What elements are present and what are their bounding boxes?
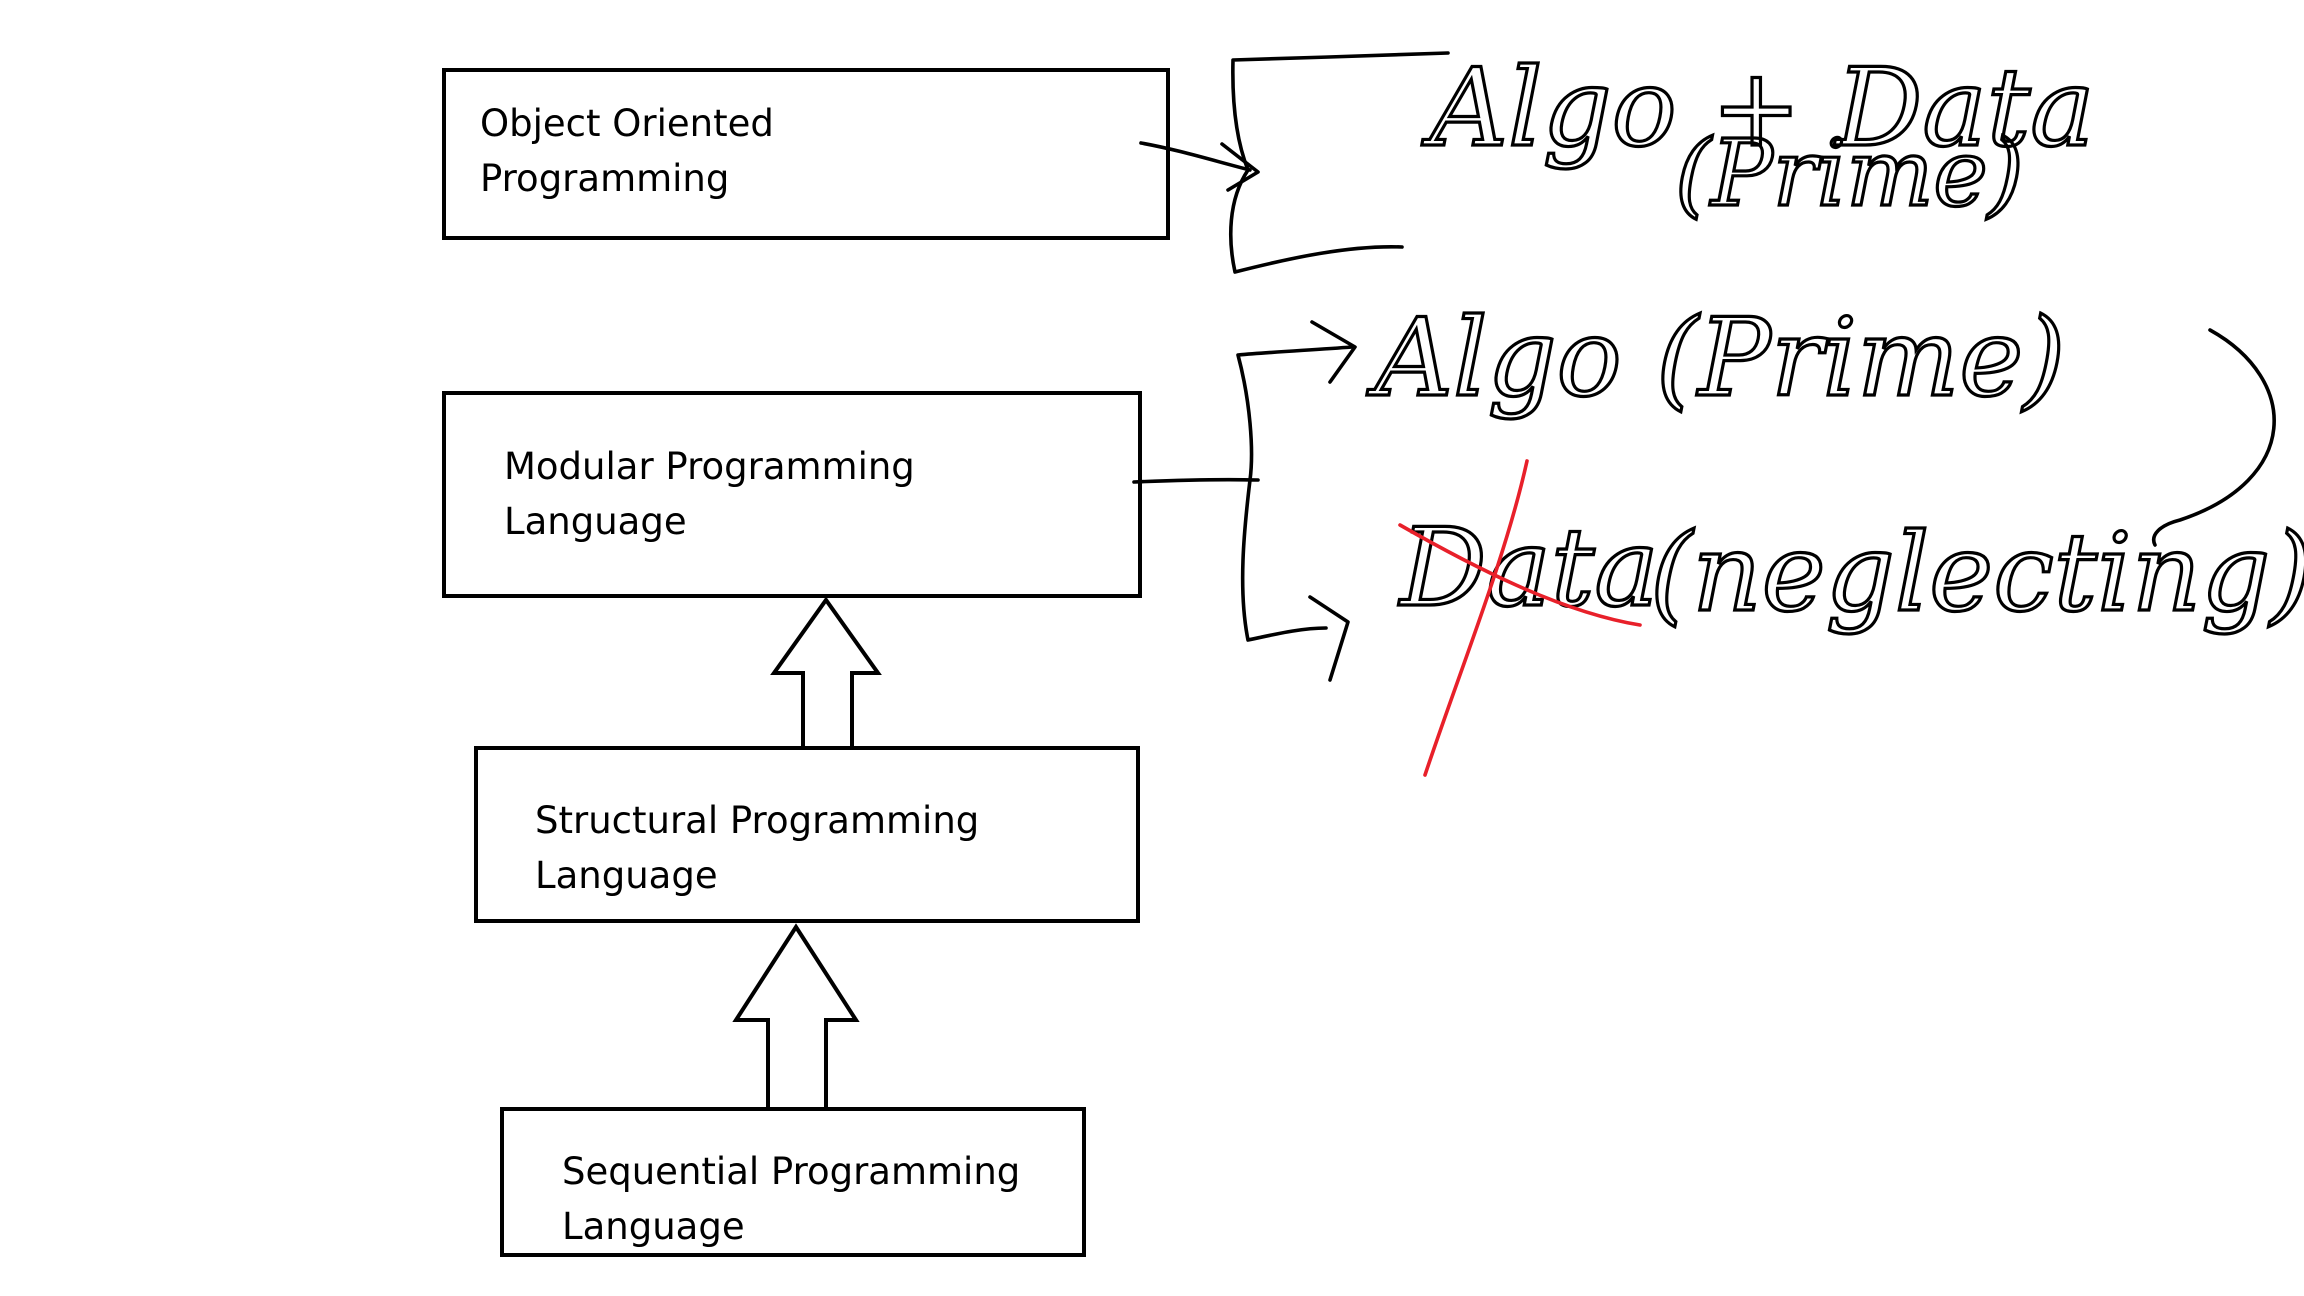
note-algo-prime: Algo (Prime) bbox=[1366, 296, 2065, 421]
arrow-head-to-data bbox=[1308, 595, 1350, 682]
note-prime: (Prime) bbox=[1675, 120, 2024, 227]
connector-line bbox=[1139, 141, 1252, 172]
box-label-line: Programming bbox=[480, 157, 729, 200]
arrow-head bbox=[1220, 142, 1260, 192]
box-modular-programming-language: Modular Programming Language bbox=[442, 391, 1142, 598]
arrow-head-to-algo bbox=[1310, 320, 1357, 384]
box-label-line: Object Oriented bbox=[480, 102, 774, 145]
cross-out-diagonal bbox=[1423, 459, 1529, 777]
note-neglecting: (neglecting) bbox=[1650, 511, 2304, 636]
box-object-oriented-programming: Object Oriented Programming bbox=[442, 68, 1170, 240]
note-algo-plus-data: Algo + Data bbox=[1421, 46, 2095, 171]
box-label-line: Language bbox=[562, 1205, 745, 1248]
edge-arrow-structural-to-modular bbox=[770, 596, 882, 750]
box-label-line: Modular Programming bbox=[504, 445, 915, 488]
connector-line bbox=[1132, 477, 1260, 484]
bracket bbox=[1236, 345, 1354, 642]
box-sequential-programming-language: Sequential Programming Language bbox=[500, 1107, 1086, 1257]
handwritten-note-modular: Algo (Prime) Data (neglecting) bbox=[1132, 294, 2304, 777]
box-label-line: Language bbox=[504, 500, 687, 543]
handwritten-note-oop: Algo + Data (Prime) bbox=[1139, 44, 2096, 274]
box-label-line: Structural Programming bbox=[535, 799, 979, 842]
box-structural-programming-language: Structural Programming Language bbox=[474, 746, 1140, 923]
box-label-line: Sequential Programming bbox=[562, 1150, 1020, 1193]
closing-paren-large bbox=[2152, 328, 2276, 547]
cross-out-horizontal bbox=[1398, 523, 1642, 627]
bracket bbox=[1228, 51, 1450, 274]
note-data-crossed: Data bbox=[1398, 506, 1659, 631]
edge-arrow-sequential-to-structural bbox=[732, 923, 860, 1111]
box-label-line: Language bbox=[535, 854, 718, 897]
